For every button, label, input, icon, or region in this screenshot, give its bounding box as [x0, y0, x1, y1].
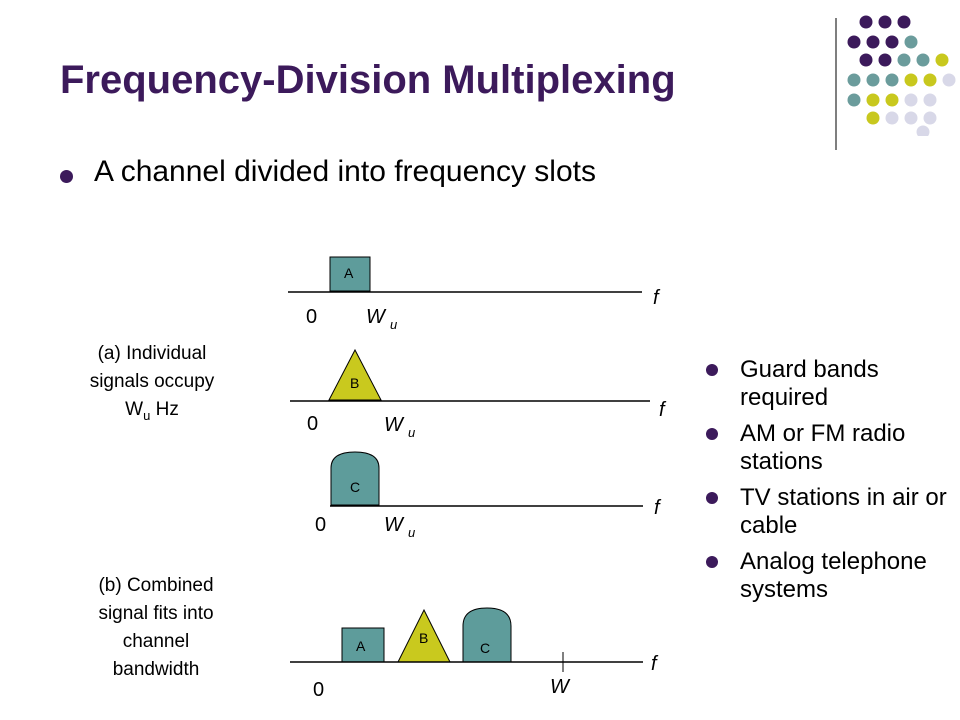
dot: [904, 93, 918, 107]
origin-label: 0: [315, 514, 326, 536]
combined-signal-a-label: A: [356, 638, 366, 654]
dot: [916, 53, 930, 67]
width-label-w: W: [366, 306, 387, 328]
dot: [878, 15, 892, 29]
dot: [897, 15, 911, 29]
side-bullet-text: Guard bands required: [740, 356, 879, 411]
bullet-marker: [706, 428, 718, 440]
dot: [904, 73, 918, 87]
origin-label: 0: [306, 306, 317, 328]
bandwidth-label-w: W: [550, 676, 571, 698]
axis-label-f: f: [653, 287, 661, 309]
caption-a-sub: u: [143, 407, 151, 423]
dot: [897, 53, 911, 67]
side-bullet-text: Analog telephone systems: [740, 548, 927, 603]
decorative-dot-grid: [847, 15, 956, 136]
dot: [866, 73, 880, 87]
caption-b: (b) Combined signal fits into channel ba…: [56, 572, 256, 684]
caption-b-line-2: signal fits into: [98, 603, 214, 624]
side-bullet-list: Guard bands required AM or FM radio stat…: [706, 356, 956, 612]
combined-signal-c-label: C: [480, 640, 490, 656]
dot: [878, 53, 892, 67]
width-label-w: W: [384, 414, 405, 436]
dot: [866, 93, 880, 107]
caption-b-line-4: bandwidth: [112, 659, 200, 680]
dot: [923, 93, 937, 107]
slide-title: Frequency-Division Multiplexing: [60, 58, 676, 102]
dot: [885, 93, 899, 107]
dot: [847, 73, 861, 87]
panel-signal-a: A f 0 W u: [288, 256, 661, 332]
width-label-w: W: [384, 514, 405, 536]
width-label-sub: u: [390, 317, 397, 332]
side-bullet-text: TV stations in air or cable: [740, 484, 947, 539]
dot: [847, 93, 861, 107]
axis-label-f: f: [654, 497, 662, 519]
panel-signal-c: C f 0 W u: [315, 451, 662, 540]
dot: [859, 15, 873, 29]
caption-a-hz: Hz: [150, 399, 179, 420]
caption-a-line-3: Wu Hz: [52, 396, 252, 430]
panel-combined: A B C f 0 W: [290, 607, 659, 701]
width-label-sub: u: [408, 525, 415, 540]
dot: [935, 53, 949, 67]
main-bullet-marker: [60, 170, 73, 183]
width-label-sub: u: [408, 425, 415, 440]
dot: [859, 53, 873, 67]
bullet-marker: [706, 364, 718, 376]
dot: [885, 35, 899, 49]
axis-label-f: f: [659, 399, 667, 421]
side-bullet-item: Analog telephone systems: [706, 548, 956, 604]
side-bullet-item: TV stations in air or cable: [706, 484, 956, 540]
main-bullet-text: A channel divided into frequency slots: [94, 155, 596, 188]
panel-signal-b: B f 0 W u: [290, 348, 667, 440]
caption-a-w: W: [125, 399, 144, 420]
bullet-marker: [706, 492, 718, 504]
dot: [942, 73, 956, 87]
dot: [847, 35, 861, 49]
caption-b-line-1: (b) Combined: [98, 575, 214, 596]
side-bullet-item: Guard bands required: [706, 356, 956, 412]
dot: [904, 111, 918, 125]
combined-signal-c-shape: [462, 607, 512, 663]
caption-a: (a) Individual signals occupy Wu Hz: [52, 340, 252, 430]
decorative-divider: [835, 18, 837, 150]
dot: [885, 73, 899, 87]
dot: [866, 35, 880, 49]
side-bullet-text: AM or FM radio stations: [740, 420, 906, 475]
axis-label-f: f: [651, 653, 659, 675]
origin-label: 0: [313, 679, 324, 701]
bullet-marker: [706, 556, 718, 568]
caption-b-line-3: channel: [122, 631, 190, 652]
signal-b-label: B: [350, 375, 359, 391]
dot: [885, 111, 899, 125]
origin-label: 0: [307, 413, 318, 435]
dot: [923, 73, 937, 87]
signal-c-shape: [330, 451, 380, 506]
side-bullet-item: AM or FM radio stations: [706, 420, 956, 476]
signal-a-block: [329, 256, 371, 292]
dot: [923, 111, 937, 125]
dot: [916, 125, 930, 136]
dot: [904, 35, 918, 49]
signal-c-label: C: [350, 479, 360, 495]
combined-signal-b-label: B: [419, 630, 428, 646]
signal-b-triangle: [328, 348, 382, 401]
caption-a-line-2: signals occupy: [89, 371, 215, 392]
dot: [866, 111, 880, 125]
caption-a-line-1: (a) Individual: [97, 343, 207, 364]
signal-a-label: A: [344, 265, 354, 281]
